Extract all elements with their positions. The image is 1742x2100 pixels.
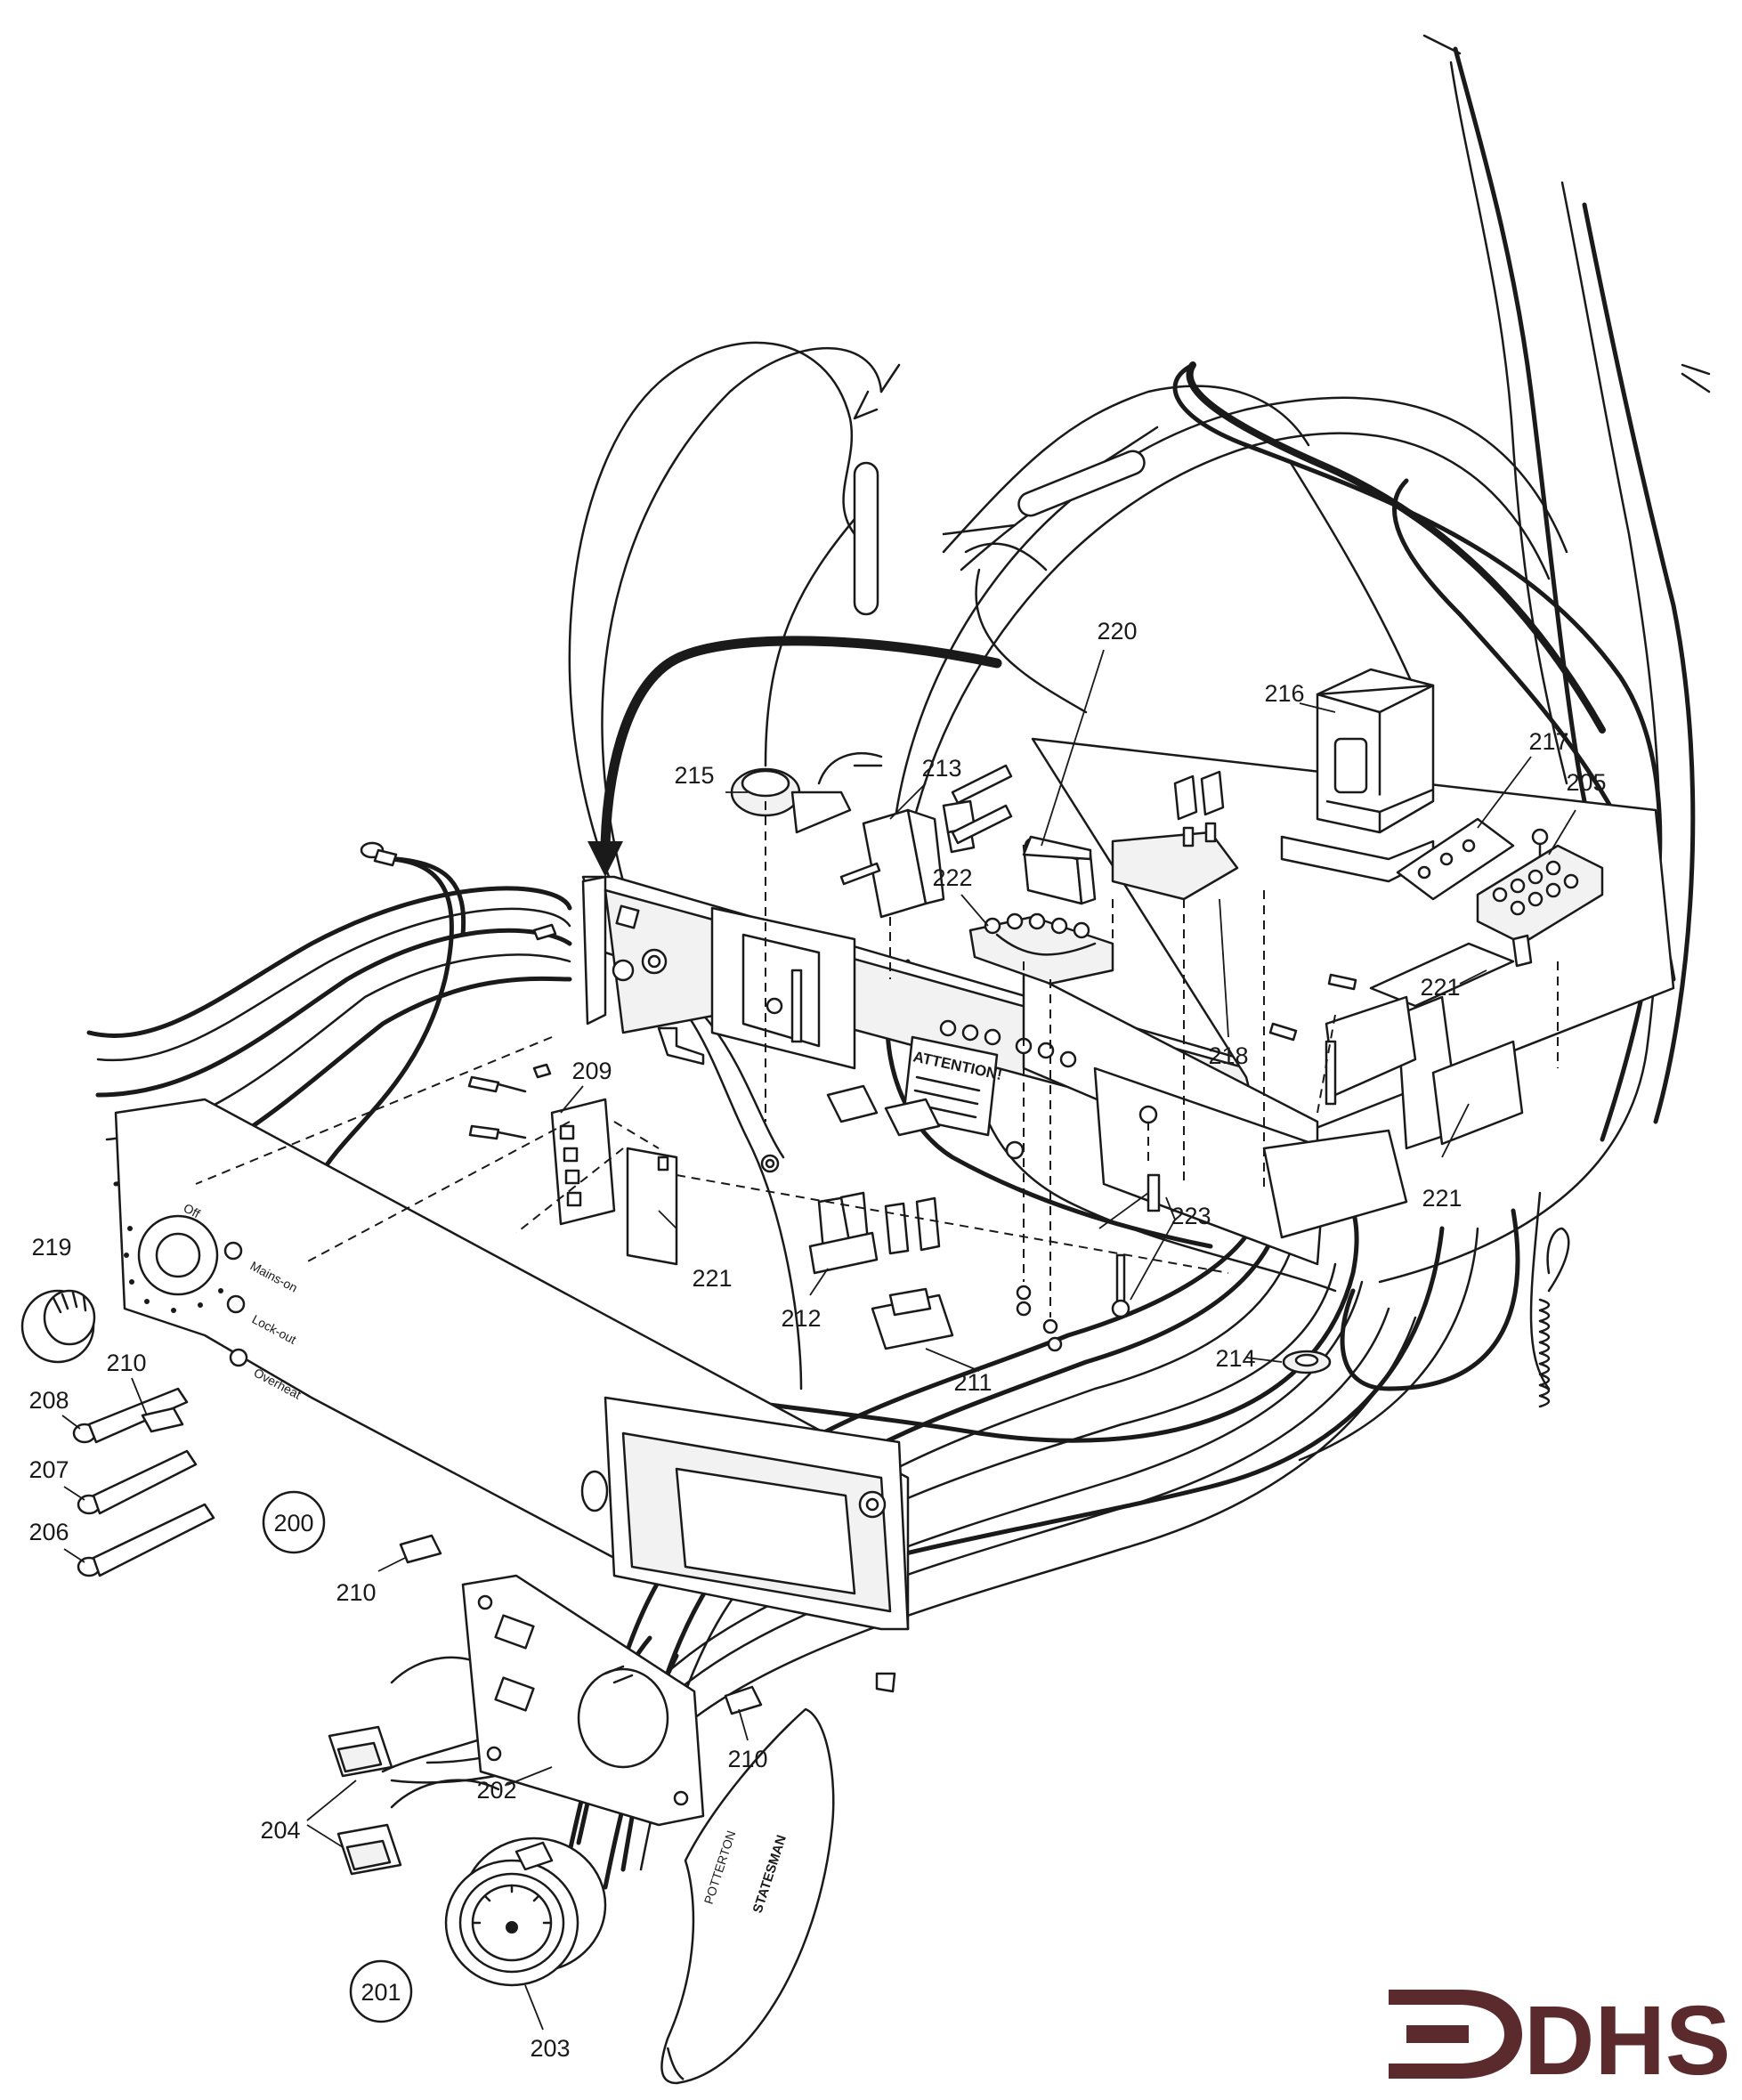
callout-201: 201 — [361, 1979, 401, 2006]
left-sensor-probe — [360, 841, 466, 937]
callout-circle-201 — [349, 1959, 413, 2023]
callout-205: 205 — [1566, 769, 1606, 796]
clips-210 — [141, 1407, 763, 1715]
chassis-plate — [581, 737, 1675, 1266]
pressure-gauge-203 — [444, 1836, 607, 1987]
thermostat-215 — [730, 752, 883, 834]
callout-214: 214 — [1215, 1345, 1255, 1372]
terminal-block-205 — [1476, 844, 1604, 968]
control-knob-219 — [20, 1289, 96, 1364]
callout-221b: 221 — [1420, 974, 1460, 1001]
rocker-switches-204 — [328, 1725, 402, 1876]
sensor-probes — [853, 34, 1711, 616]
front-cover: STATESMAN POTTERTON — [660, 1707, 835, 2085]
callout-206: 206 — [28, 1519, 69, 1545]
dial-off-label: Off — [182, 1201, 203, 1221]
indicator-lenses — [72, 1387, 215, 1577]
callout-202: 202 — [476, 1777, 516, 1804]
leader-lines — [61, 649, 1576, 2031]
transformer-216 — [1280, 668, 1435, 883]
dial-scale-ticks — [124, 1226, 223, 1313]
callout-208: 208 — [28, 1387, 69, 1414]
callout-211: 211 — [953, 1369, 992, 1396]
assembly-lines — [195, 801, 1559, 1318]
attention-label: ATTENTION! — [826, 1019, 1077, 1137]
callout-circle-200 — [262, 1490, 326, 1554]
callout-210c: 210 — [727, 1746, 767, 1772]
connector-block-209 — [550, 1098, 616, 1226]
callout-219: 219 — [31, 1234, 71, 1261]
callout-218: 218 — [1208, 1042, 1248, 1069]
callout-212: 212 — [781, 1305, 821, 1332]
callout-200: 200 — [273, 1510, 313, 1536]
callout-217: 217 — [1528, 728, 1568, 755]
callout-210a: 210 — [106, 1350, 146, 1376]
terminal-block-222 — [968, 912, 1114, 985]
socket-211 — [871, 1196, 954, 1350]
callout-labels: 200 201 202 203 204 205 206 207 208 209 … — [28, 618, 1606, 2062]
callout-221a: 221 — [692, 1265, 732, 1292]
callout-222: 222 — [932, 864, 972, 891]
dhs-logo-text: DHS — [1524, 1986, 1730, 2096]
plug-212 — [808, 1191, 879, 1275]
grommet-214 — [1282, 1350, 1332, 1374]
front-fascia-panel: Off Mains-on Lock-out Overheat — [114, 1098, 910, 1693]
switch-plate-202 — [461, 1574, 705, 1827]
relay-220 — [1022, 835, 1097, 905]
callout-213: 213 — [921, 755, 961, 782]
callout-209: 209 — [571, 1058, 612, 1084]
callout-215: 215 — [674, 762, 714, 789]
callout-221c: 221 — [1422, 1185, 1462, 1212]
pcb-218 — [1111, 770, 1239, 901]
callout-210b: 210 — [336, 1579, 376, 1606]
dhs-logo-mark — [1389, 1990, 1522, 2079]
mounting-brackets-221 — [626, 942, 1524, 1266]
control-thermostat-213 — [839, 764, 1013, 919]
dhs-logo: DHS — [1389, 1986, 1730, 2096]
direction-arrow — [587, 636, 1002, 877]
callout-223: 223 — [1171, 1203, 1211, 1229]
callout-204: 204 — [260, 1817, 300, 1844]
callout-220: 220 — [1097, 618, 1137, 645]
terminal-block-217 — [1396, 817, 1515, 901]
callout-203: 203 — [530, 2035, 570, 2062]
callout-216: 216 — [1264, 680, 1304, 707]
callout-207: 207 — [28, 1456, 69, 1483]
